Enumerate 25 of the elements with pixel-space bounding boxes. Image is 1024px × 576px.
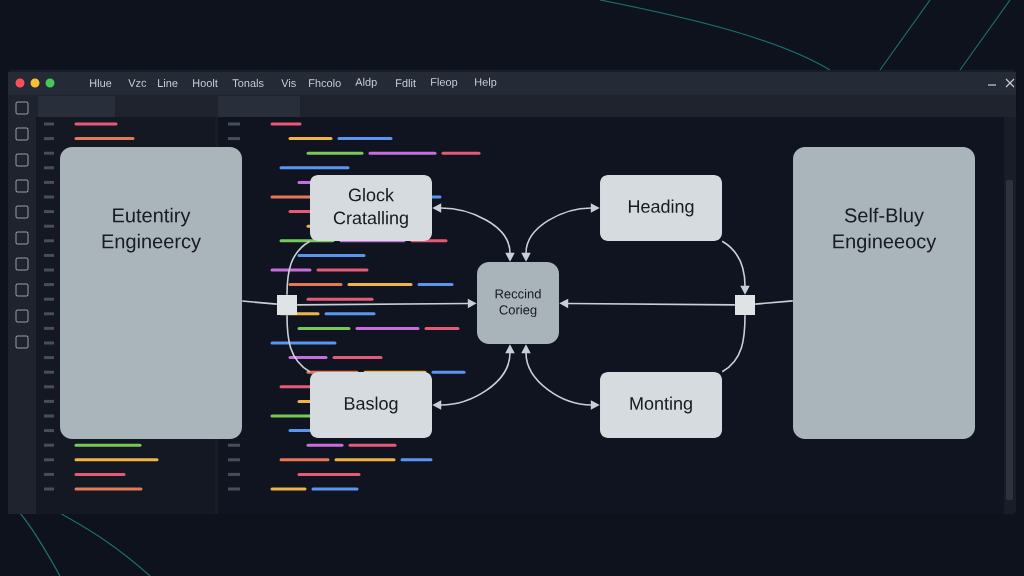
menu-item: Vzc [128,79,147,87]
menu-item: Fdlit [396,78,416,88]
junction-square [735,295,755,315]
process-box: Baslog [310,372,432,438]
process-box: Self-Bluy Engineeocy [793,147,975,439]
menu-item: Help [475,77,497,89]
menu-item: Hlue [90,78,112,88]
menu-item: Aldp [355,77,377,89]
menu-item: Tonals [232,78,264,88]
connector [286,314,311,373]
menu-item: Line [158,78,178,88]
process-box: Monting [600,372,722,438]
junction-square [277,295,297,315]
menu-item: Hoolt [193,78,218,88]
side-panel: Eutentiry Engineercy [60,147,242,439]
process-box: Glock Cratalling [310,175,432,241]
connector [754,300,794,305]
menu-item: Fhcolo [309,78,341,88]
connector [241,300,278,305]
hub-box: Reccind Corieg [477,262,559,344]
menu-item: Fleop [431,77,458,89]
menu-item: Vis [281,78,296,88]
connector [286,240,311,296]
connector [721,314,746,373]
process-box: Heading [600,175,722,241]
